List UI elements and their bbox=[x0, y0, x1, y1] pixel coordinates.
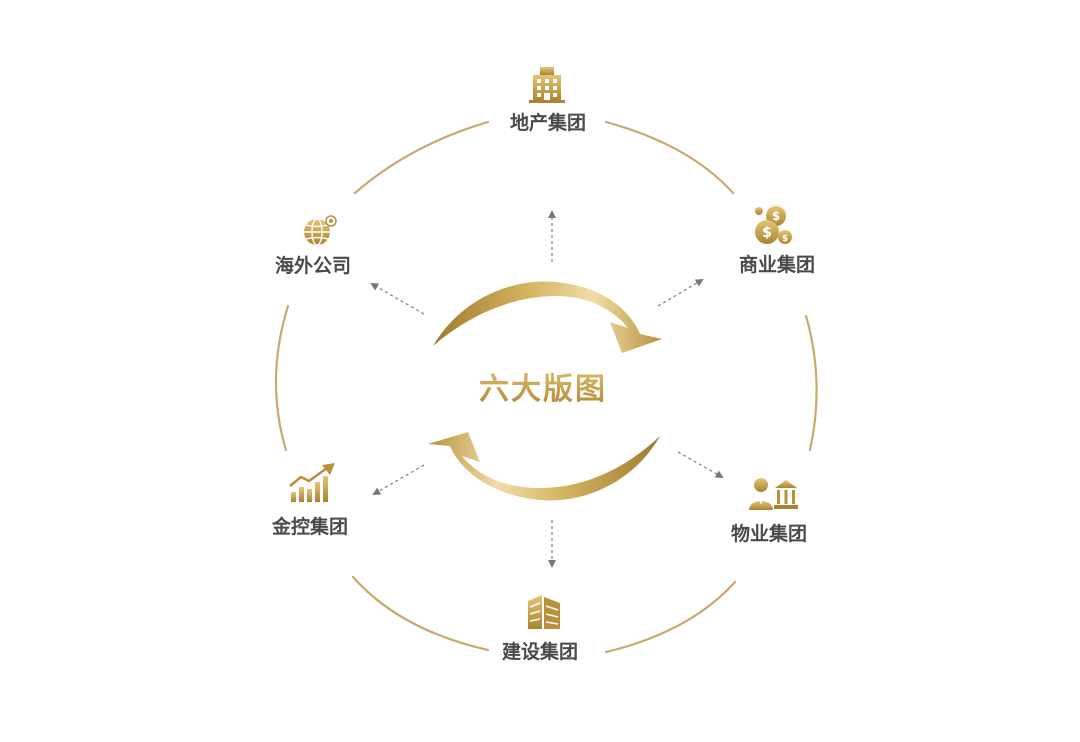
svg-text:$: $ bbox=[762, 225, 772, 241]
arrow-to-overseas bbox=[370, 283, 425, 315]
building-blocks-icon bbox=[528, 595, 560, 629]
center-label: 六大版图 bbox=[479, 372, 607, 407]
arrow-to-property bbox=[677, 451, 724, 478]
arrow-to-commercial bbox=[657, 278, 704, 307]
node-overseas: 海外公司 bbox=[275, 215, 351, 277]
svg-text:$: $ bbox=[772, 209, 780, 223]
ring-arc-left bbox=[274, 304, 290, 452]
cycle-arrow-top bbox=[433, 281, 662, 353]
node-construction: 建设集团 bbox=[502, 595, 578, 663]
node-commercial: $ $ $ 商业集团 bbox=[739, 206, 815, 276]
node-label-commercial: 商业集团 bbox=[739, 253, 815, 276]
ring-arc-top-left bbox=[353, 120, 490, 195]
node-label-property: 物业集团 bbox=[731, 522, 807, 545]
cycle-arrows bbox=[428, 281, 662, 501]
manager-bank-icon bbox=[749, 478, 798, 510]
node-label-overseas: 海外公司 bbox=[275, 254, 351, 277]
svg-text:$: $ bbox=[782, 234, 788, 244]
globe-icon bbox=[304, 215, 337, 246]
ring-arc-right bbox=[804, 314, 818, 452]
node-label-financial: 金控集团 bbox=[271, 515, 348, 538]
ring-arc-top-right bbox=[604, 120, 735, 195]
ring-arc-bottom-right bbox=[604, 580, 737, 654]
outer-ring bbox=[274, 120, 818, 654]
node-label-construction: 建设集团 bbox=[502, 640, 578, 663]
node-real-estate: 地产集团 bbox=[510, 67, 586, 134]
ring-arc-bottom-left bbox=[351, 575, 490, 652]
arrow-to-financial bbox=[372, 464, 425, 496]
office-building-icon bbox=[529, 67, 565, 103]
connector-arrows bbox=[370, 210, 724, 568]
node-financial: 金控集团 bbox=[271, 463, 348, 538]
node-label-real-estate: 地产集团 bbox=[510, 111, 586, 134]
node-property: 物业集团 bbox=[731, 478, 807, 545]
dollar-coins-icon: $ $ $ bbox=[755, 206, 792, 244]
rising-bar-chart-icon bbox=[289, 463, 335, 502]
cycle-arrow-bottom bbox=[428, 432, 660, 501]
